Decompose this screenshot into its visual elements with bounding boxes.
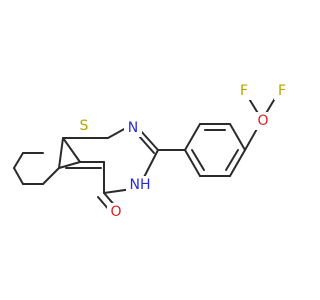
bond bbox=[225, 149, 239, 171]
bond bbox=[58, 137, 64, 169]
nitrogen-atom: N bbox=[128, 120, 138, 136]
carbonyl-oxygen-atom: O bbox=[110, 204, 121, 220]
ether-oxygen-atom: O bbox=[257, 113, 268, 129]
bond bbox=[13, 152, 24, 169]
bond bbox=[184, 123, 201, 151]
nh-group: NH bbox=[130, 177, 151, 193]
bond bbox=[58, 161, 81, 169]
bond bbox=[229, 123, 246, 151]
molecule-structure-diagram: S N NH O O F F bbox=[13, 82, 290, 221]
fluorine-atom-left: F bbox=[240, 83, 248, 99]
bond bbox=[229, 149, 246, 177]
bond bbox=[42, 167, 60, 185]
bond bbox=[62, 137, 81, 163]
bond bbox=[13, 167, 24, 185]
atom-labels: S N NH O O F F bbox=[76, 82, 290, 221]
fluorine-atom-right: F bbox=[278, 83, 286, 99]
sulfur-atom: S bbox=[80, 118, 89, 134]
bond bbox=[138, 135, 155, 154]
bond bbox=[107, 127, 127, 139]
bond bbox=[139, 129, 159, 151]
bond bbox=[191, 149, 205, 171]
bond bbox=[184, 149, 201, 177]
